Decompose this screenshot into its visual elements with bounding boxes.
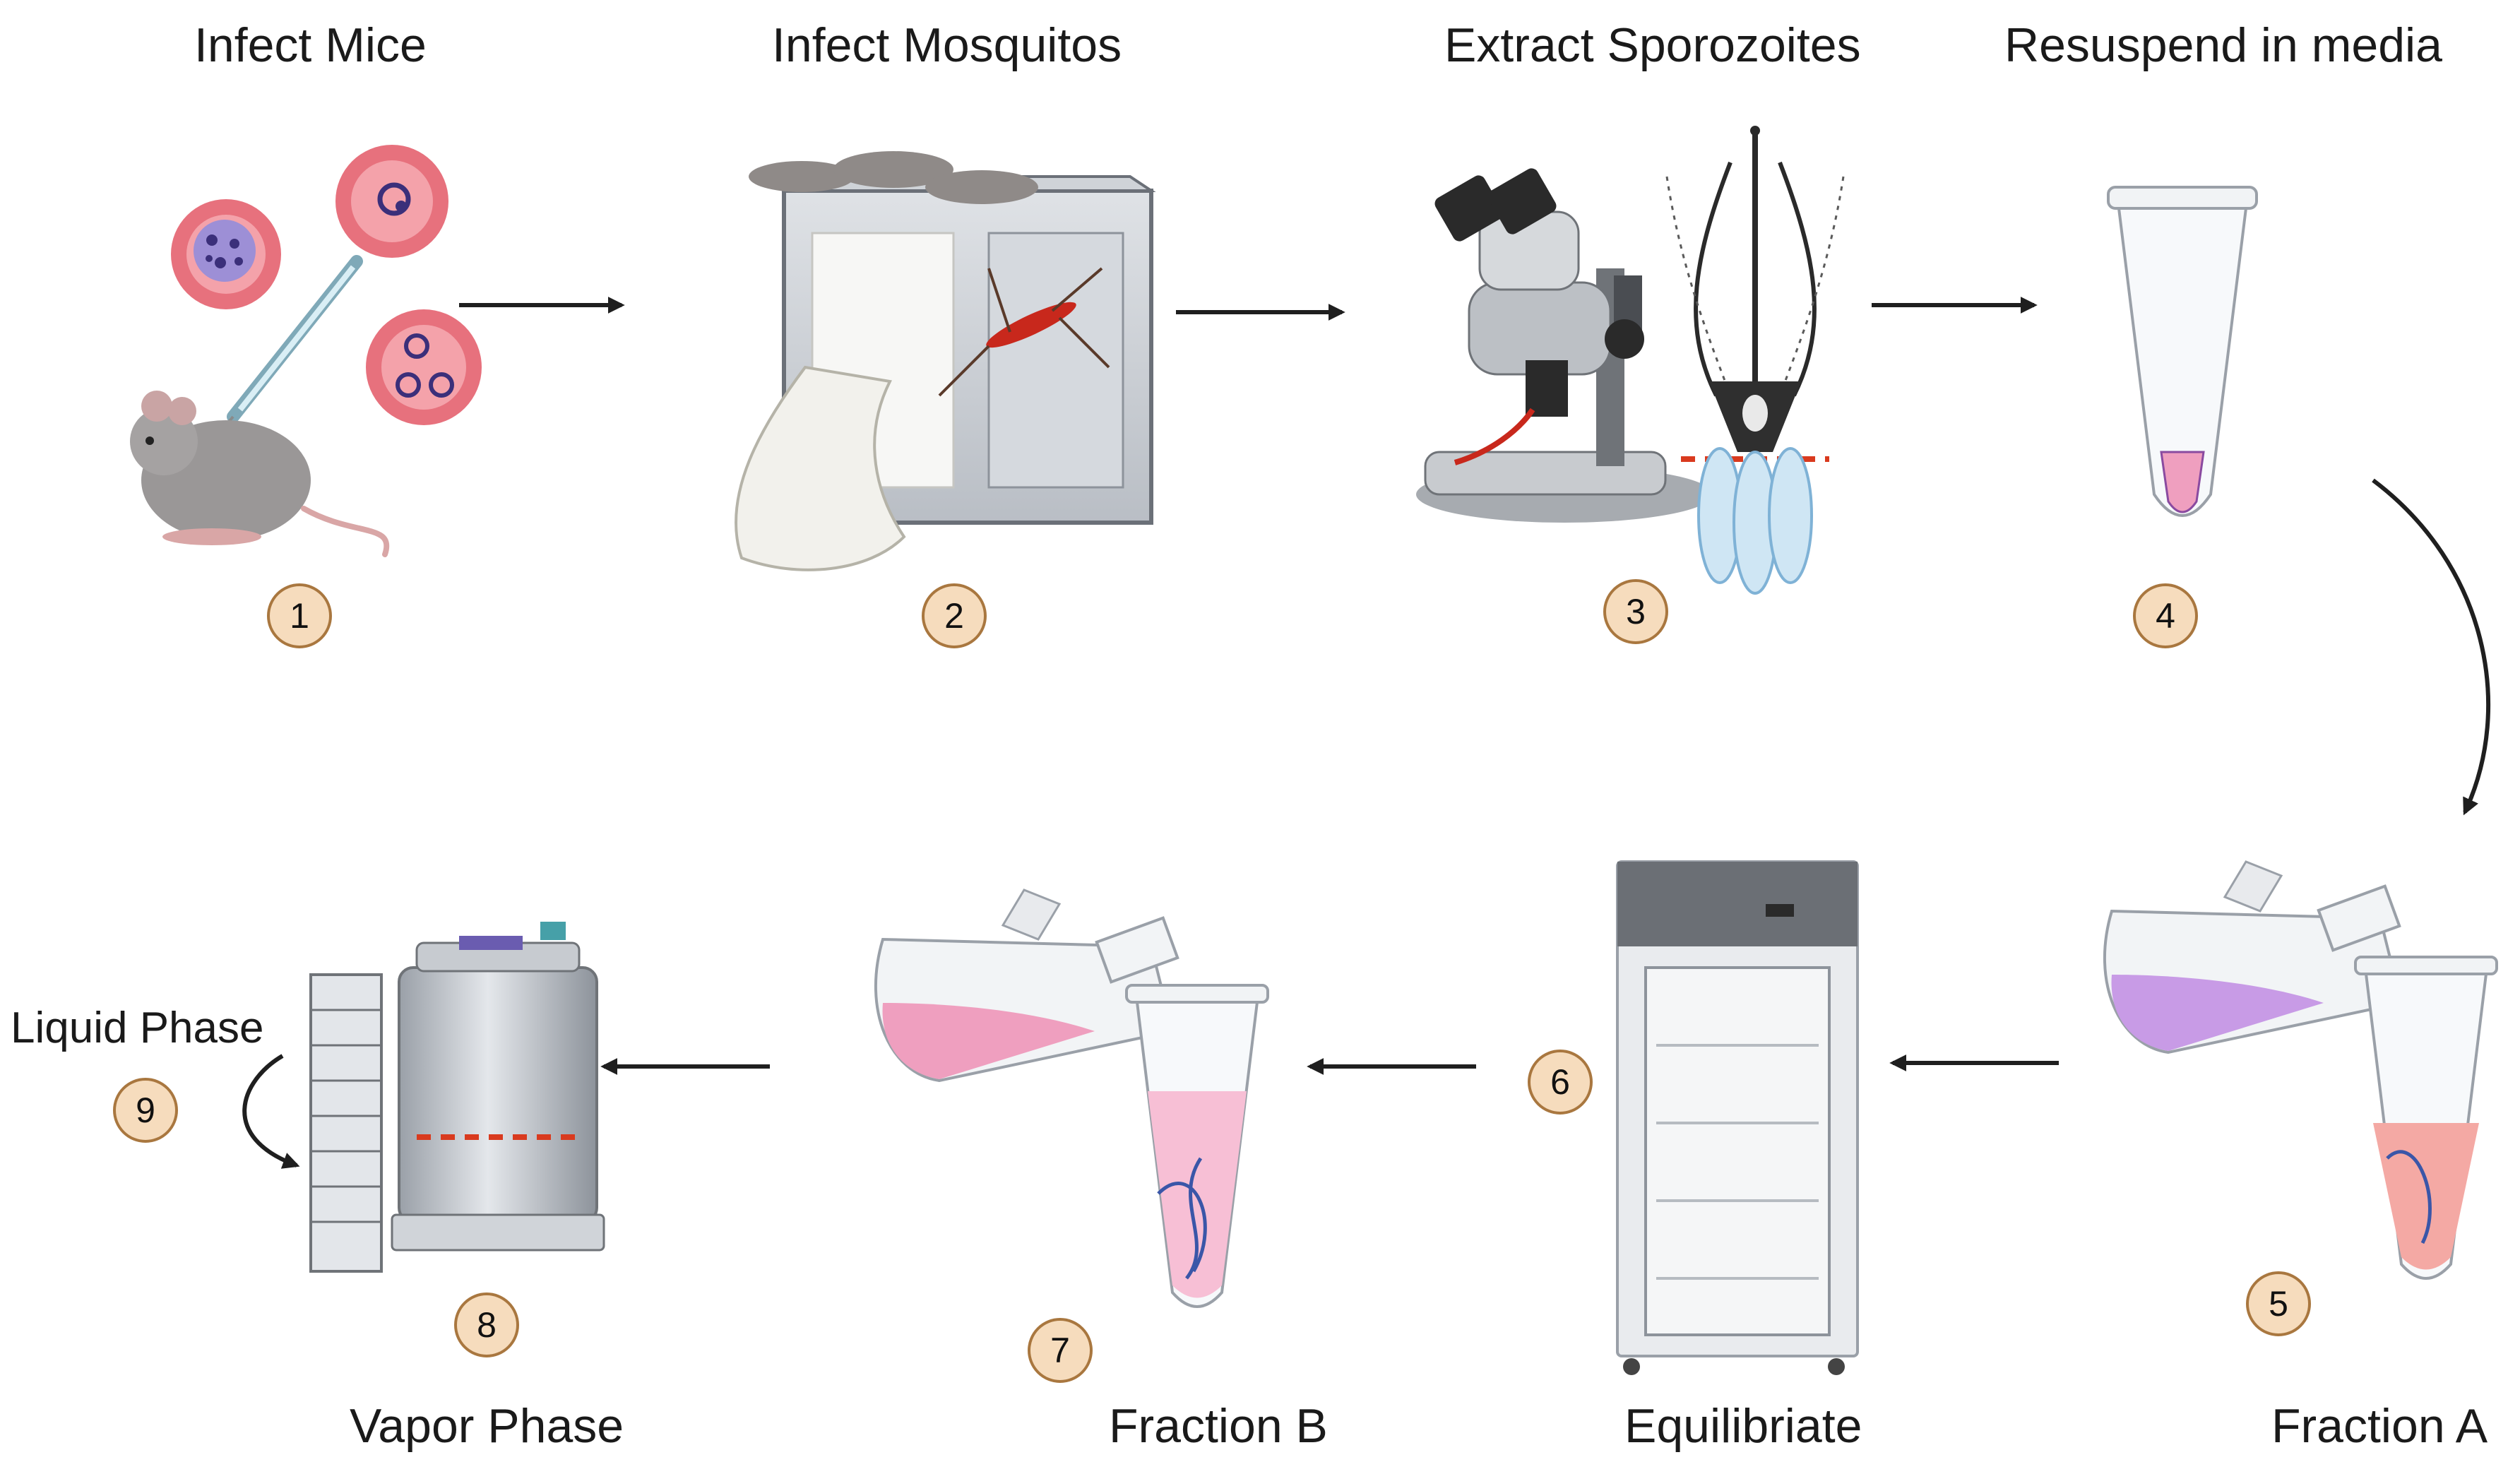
flow-arrows [242,297,2490,1169]
flask-pouring-pink-icon [874,889,1179,1083]
liquid-nitrogen-dewar-icon [309,922,605,1273]
step-8-badge: 8 [454,1292,519,1357]
step-8-label: Vapor Phase [350,1399,624,1453]
step-4-label: Resuspend in media [2004,18,2442,72]
flask-pouring-purple-icon [2103,860,2403,1054]
step-3-label: Extract Sporozoites [1444,18,1861,72]
mosquito-head-dissection-icon [1665,126,1845,595]
step-7-badge: 7 [1028,1318,1093,1383]
step-9-badge: 9 [113,1078,178,1143]
step-5-badge: 5 [2246,1271,2311,1336]
microtube-fraction-a-icon [2354,956,2498,1280]
step-6-label: Equilibriate [1624,1399,1862,1453]
red-blood-cell-ring-stage-icon [335,145,448,258]
mosquito-cage-icon [735,151,1156,571]
red-blood-cell-multi-ring-icon [366,309,482,425]
mosquito-icon [938,267,1110,397]
step-3-badge: 3 [1603,579,1668,644]
step-1-badge: 1 [267,583,332,648]
step-7-label: Fraction B [1109,1399,1328,1453]
mouse-icon [130,391,390,557]
step-5-label: Fraction A [2271,1399,2488,1453]
microscope-icon [1416,168,1713,523]
step-9-label: Liquid Phase [11,1004,264,1052]
microtube-fraction-b-icon [1125,984,1269,1308]
infected-blood-cell-icon [171,199,281,309]
step-1-label: Infect Mice [194,18,427,72]
arrow-4-to-5 [2372,478,2490,816]
step-4-badge: 4 [2133,583,2198,648]
incubator-fridge-icon [1616,860,1859,1375]
step-6-badge: 6 [1528,1050,1593,1115]
arrow-liquid-phase [242,1054,300,1169]
microtube-icon [2107,186,2258,517]
step-2-badge: 2 [922,583,987,648]
step-2-label: Infect Mosquitos [772,18,1122,72]
